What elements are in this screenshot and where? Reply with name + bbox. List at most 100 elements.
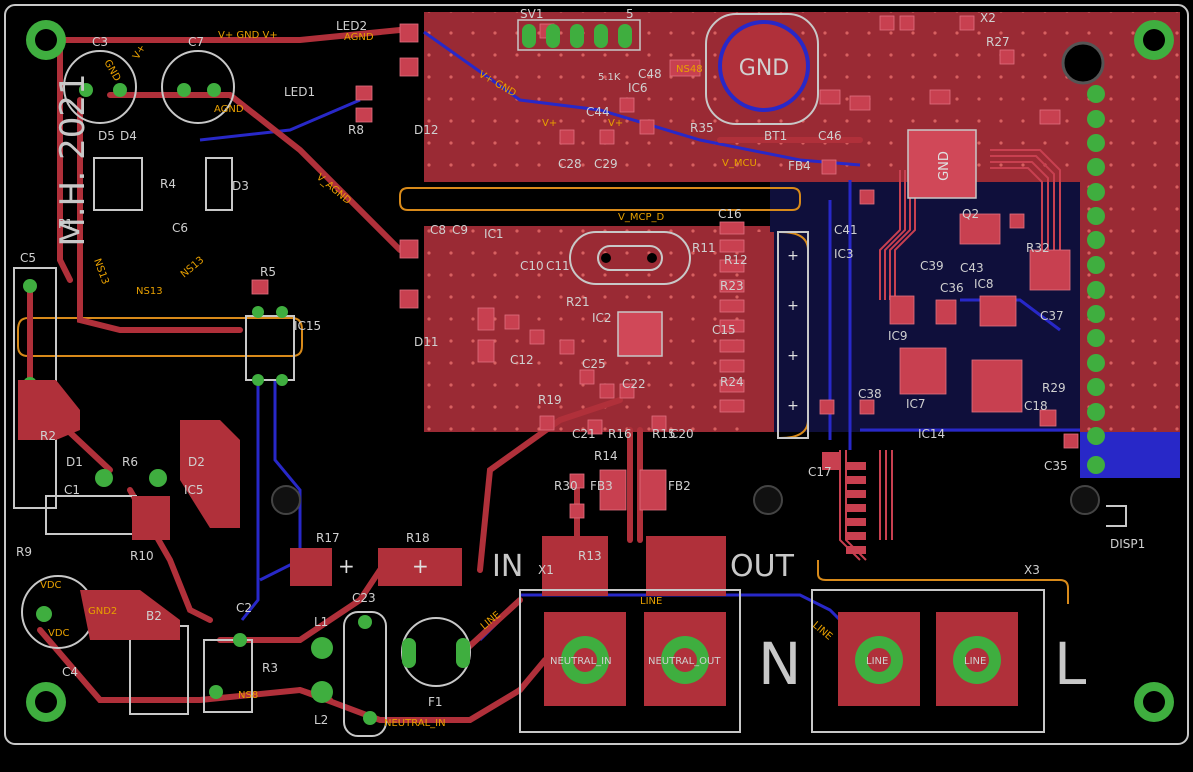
lbl-r12: R12 xyxy=(724,253,748,267)
net-neutral-in: NEUTRAL_IN xyxy=(384,718,446,729)
lbl-r17: R17 xyxy=(316,531,340,545)
lbl-c8: C8 xyxy=(430,223,446,237)
board-outline xyxy=(4,4,1189,745)
lbl-d1: D1 xyxy=(66,455,83,469)
lbl-b2: B2 xyxy=(146,609,162,623)
lbl-r35: R35 xyxy=(690,121,714,135)
lbl-c11: C11 xyxy=(546,259,570,273)
lbl-c37: C37 xyxy=(1040,309,1064,323)
lbl-sv1: SV1 xyxy=(520,7,543,21)
lbl-c7: C7 xyxy=(188,35,204,49)
lbl-r5: R5 xyxy=(260,265,276,279)
lbl-c2: C2 xyxy=(236,601,252,615)
lbl-ic7: IC7 xyxy=(906,397,926,411)
net-ns8: NS8 xyxy=(238,690,258,701)
lbl-c36: C36 xyxy=(940,281,964,295)
r17-plus: + xyxy=(338,554,355,578)
crystal xyxy=(569,231,691,285)
net-vmcu: V_MCU xyxy=(722,158,757,169)
lbl-c21: C21 xyxy=(572,427,596,441)
lbl-ic2: IC2 xyxy=(592,311,612,325)
lbl-c48: C48 xyxy=(638,67,662,81)
lbl-c46: C46 xyxy=(818,129,842,143)
net-51k: 5.1K xyxy=(598,72,621,83)
net-line-3: LINE xyxy=(810,620,834,643)
net-sv1-5: 5 xyxy=(626,7,634,21)
net-vplus-c3: V+ xyxy=(131,43,148,62)
lbl-r13: R13 xyxy=(578,549,602,563)
net-neutral-in-2: NEUTRAL_IN xyxy=(550,656,612,667)
lbl-disp1: DISP1 xyxy=(1110,537,1145,551)
smd-pads xyxy=(251,15,1079,519)
lbl-r30: R30 xyxy=(554,479,578,493)
lbl-c6: C6 xyxy=(172,221,188,235)
svg-text:+: + xyxy=(787,248,799,264)
lbl-c16: C16 xyxy=(718,207,742,221)
lbl-d2: D2 xyxy=(188,455,205,469)
mcu-chip: GND xyxy=(907,129,977,199)
lbl-x1: X1 xyxy=(538,563,554,577)
svg-text:+: + xyxy=(787,298,799,314)
lbl-l2: L2 xyxy=(314,713,328,727)
lbl-c17: C17 xyxy=(808,465,832,479)
lbl-ic8: IC8 xyxy=(974,277,994,291)
lbl-ic5: IC5 xyxy=(184,483,204,497)
lbl-c10: C10 xyxy=(520,259,544,273)
gnd-main-label: GND xyxy=(739,56,789,81)
lbl-led2: LED2 xyxy=(336,19,367,33)
lbl-ic6: IC6 xyxy=(628,81,648,95)
lbl-r11: R11 xyxy=(692,241,716,255)
lbl-c9: C9 xyxy=(452,223,468,237)
net-vmcp: V_MCP_D xyxy=(618,212,664,223)
lbl-c25: C25 xyxy=(582,357,606,371)
lbl-d11: D11 xyxy=(414,335,439,349)
lbl-r24: R24 xyxy=(720,375,744,389)
net-vdc: VDC xyxy=(40,580,62,591)
lbl-c38: C38 xyxy=(858,387,882,401)
lbl-c22: C22 xyxy=(622,377,646,391)
svg-text:+: + xyxy=(787,398,799,414)
net-ns48: NS48 xyxy=(676,64,703,75)
lbl-d3: D3 xyxy=(232,179,249,193)
lbl-ic9: IC9 xyxy=(888,329,908,343)
lbl-fb4: FB4 xyxy=(788,159,811,173)
lbl-c39: C39 xyxy=(920,259,944,273)
n-label: N xyxy=(758,630,801,698)
lbl-ic1: IC1 xyxy=(484,227,504,241)
lbl-r23: R23 xyxy=(720,279,744,293)
author-label: M.H. 2021 xyxy=(53,73,93,246)
lbl-l1: L1 xyxy=(314,615,328,629)
lbl-c23: C23 xyxy=(352,591,376,605)
net-ns13-b: NS13 xyxy=(136,286,163,297)
lbl-c5: C5 xyxy=(20,251,36,265)
lbl-c12: C12 xyxy=(510,353,534,367)
lbl-f1: F1 xyxy=(428,695,443,709)
out-label: OUT xyxy=(730,549,795,584)
mounting-holes xyxy=(26,20,1174,722)
lbl-r4: R4 xyxy=(160,177,176,191)
lbl-r27: R27 xyxy=(986,35,1010,49)
net-vplus-c29: V+ xyxy=(608,118,623,129)
in-label: IN xyxy=(492,549,523,584)
lbl-r16: R16 xyxy=(608,427,632,441)
lbl-x3: X3 xyxy=(1024,563,1040,577)
lbl-d12: D12 xyxy=(414,123,439,137)
lbl-c3: C3 xyxy=(92,35,108,49)
lbl-r2: R2 xyxy=(40,429,56,443)
lbl-led1: LED1 xyxy=(284,85,315,99)
net-line-4: LINE xyxy=(866,656,888,667)
lbl-r21: R21 xyxy=(566,295,590,309)
net-ns13-a: NS13 xyxy=(91,257,110,286)
lbl-r14: R14 xyxy=(594,449,618,463)
lbl-bt1: BT1 xyxy=(764,129,787,143)
power-copper-pads xyxy=(18,380,726,640)
lbl-c20: C20 xyxy=(670,427,694,441)
net-vplus-gnd-top: V+ GND V+ xyxy=(218,30,278,41)
net-gnd2: GND2 xyxy=(88,606,117,617)
disp1-header xyxy=(1087,85,1127,527)
lbl-c4: C4 xyxy=(62,665,78,679)
lbl-c1: C1 xyxy=(64,483,80,497)
net-agnd-led: AGND xyxy=(344,32,374,43)
lbl-ic3: IC3 xyxy=(834,247,854,261)
